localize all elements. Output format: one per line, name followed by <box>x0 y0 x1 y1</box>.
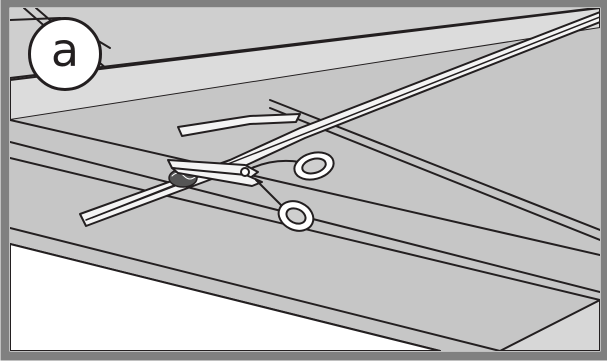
step-label: a <box>28 17 102 91</box>
